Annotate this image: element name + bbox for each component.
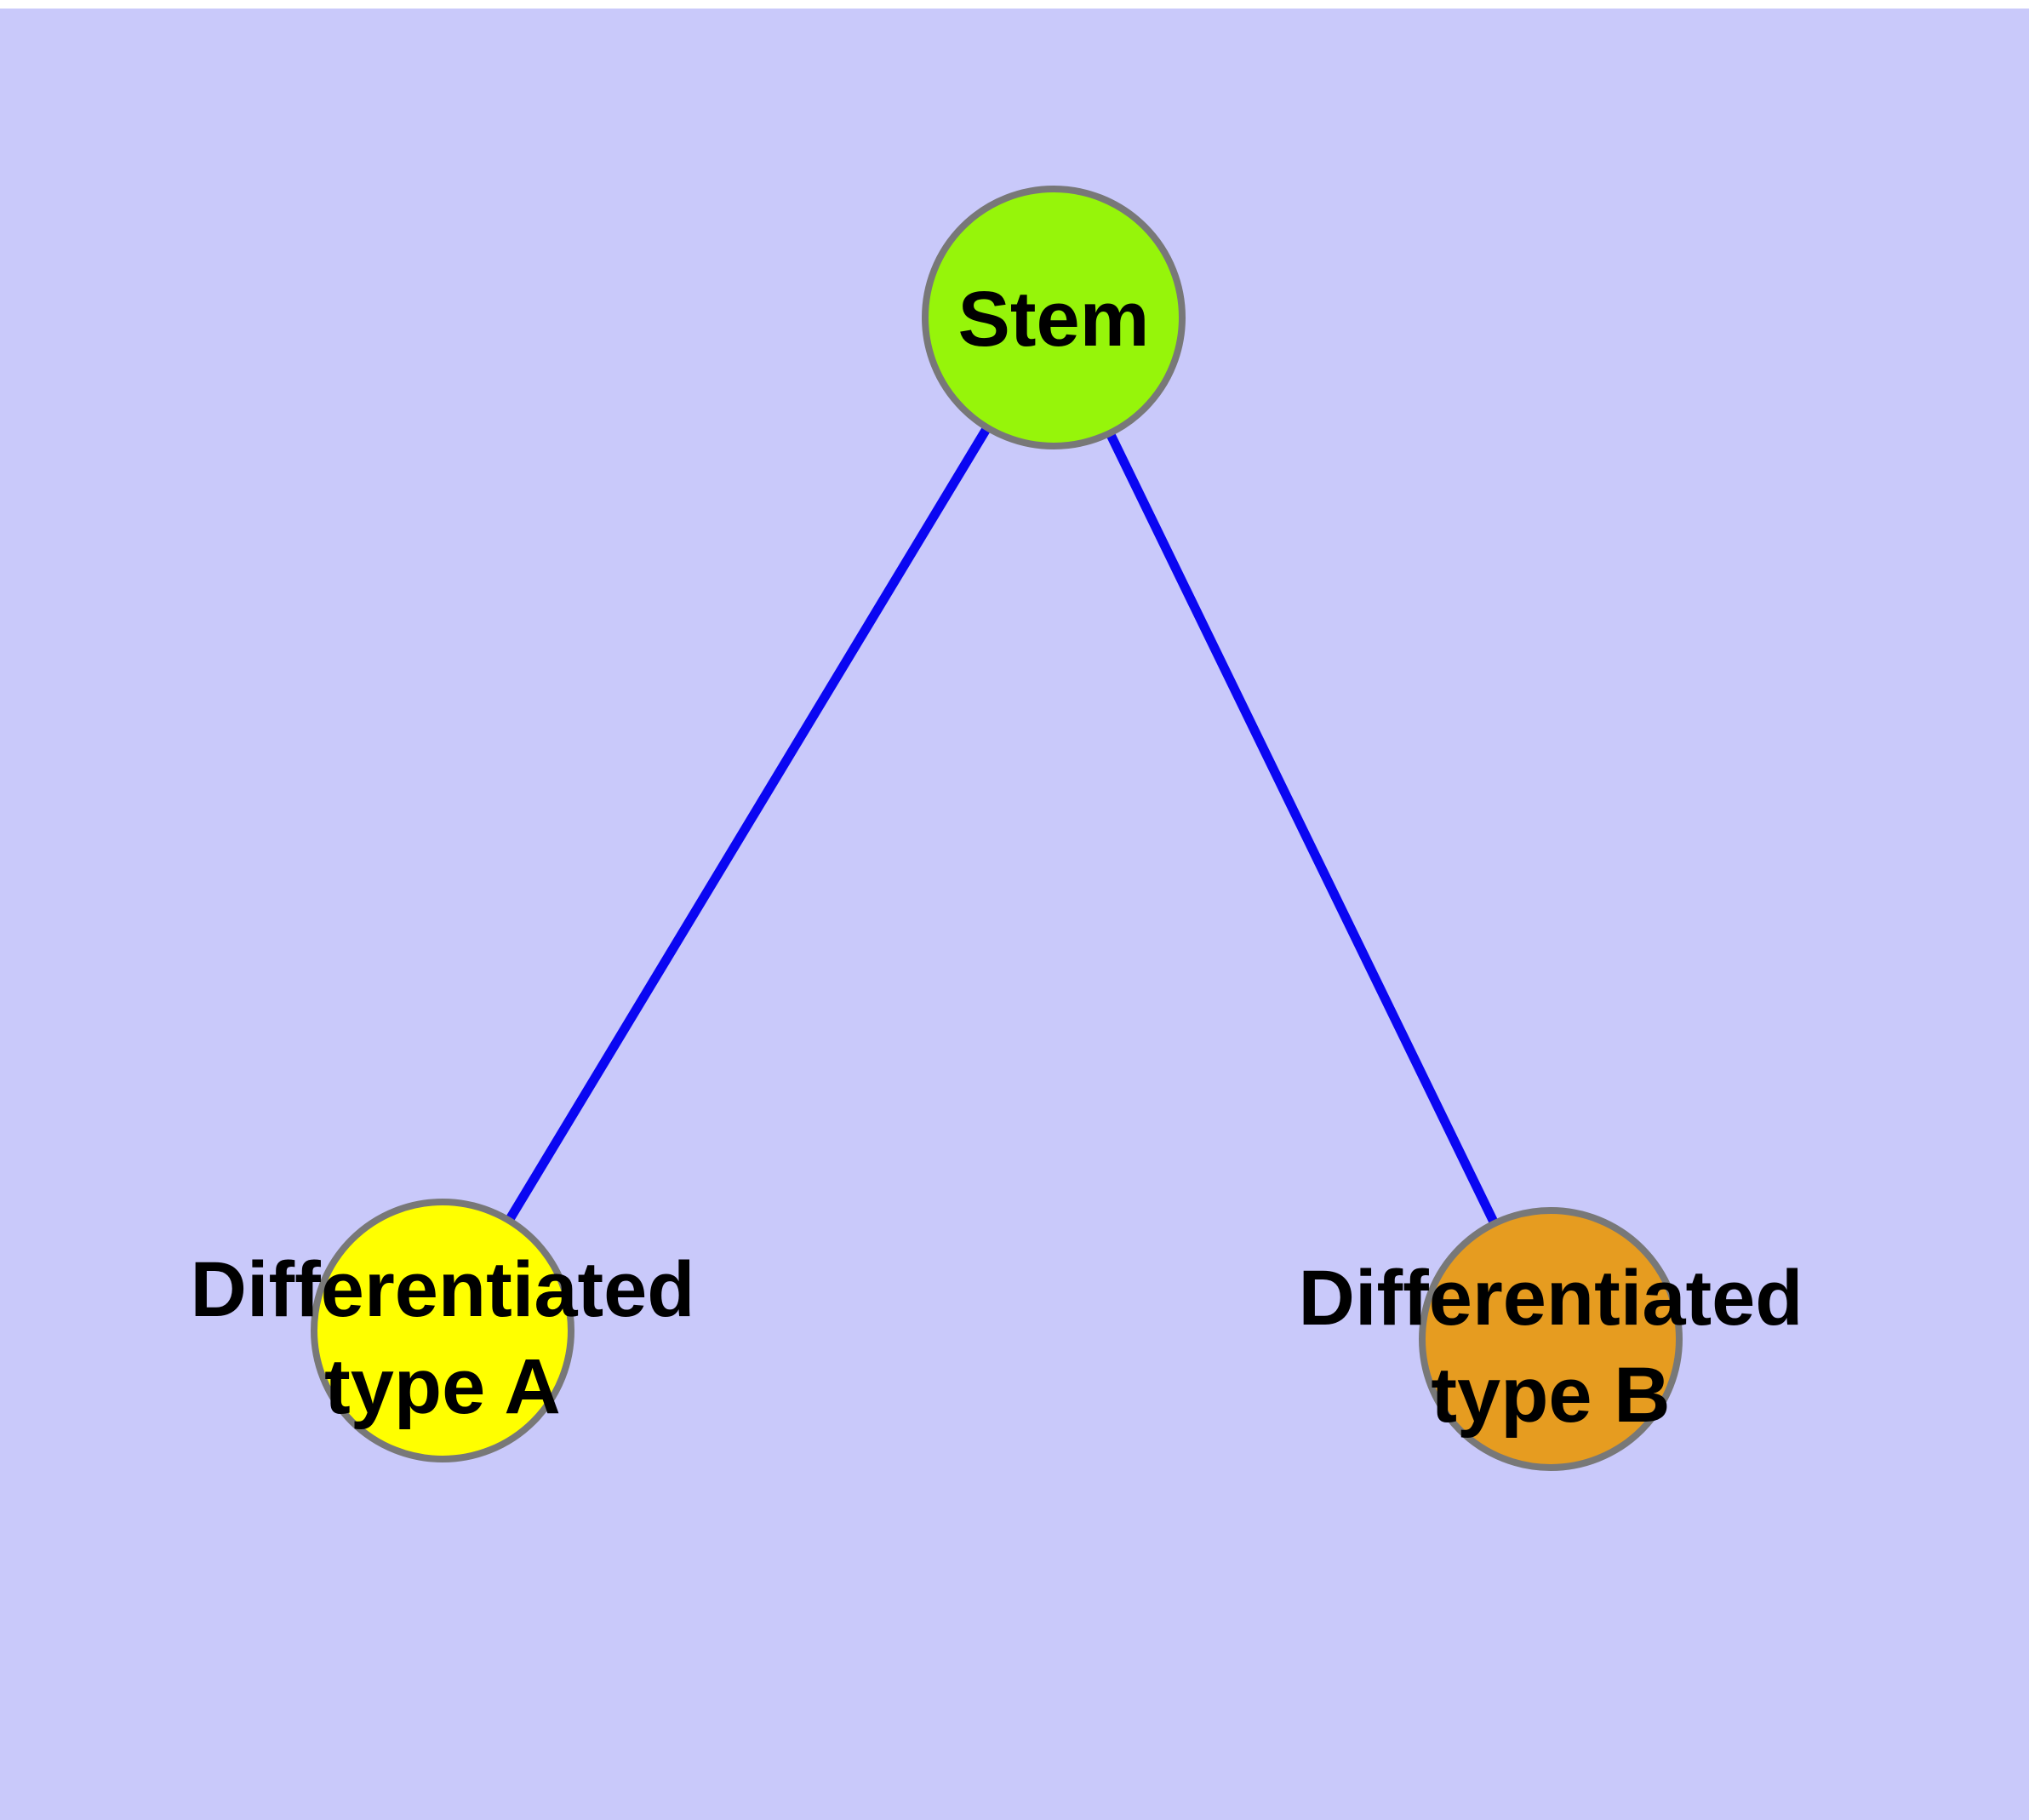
type-a-label-line1: Differentiated: [191, 1246, 695, 1333]
type-b-label-line2: type B: [1431, 1352, 1670, 1439]
top-margin-strip: [0, 0, 2029, 9]
edge-stem-to-type-a: [438, 315, 1058, 1333]
edge-stem-to-type-b: [1049, 315, 1555, 1342]
stem-node-label: Stem: [958, 276, 1150, 363]
type-a-label-line2: type A: [324, 1343, 561, 1430]
differentiated-type-a-node: [311, 1199, 574, 1462]
stem-node: [922, 186, 1186, 449]
differentiated-type-b-node: [1419, 1207, 1683, 1471]
type-b-label-line1: Differentiated: [1299, 1255, 1803, 1342]
